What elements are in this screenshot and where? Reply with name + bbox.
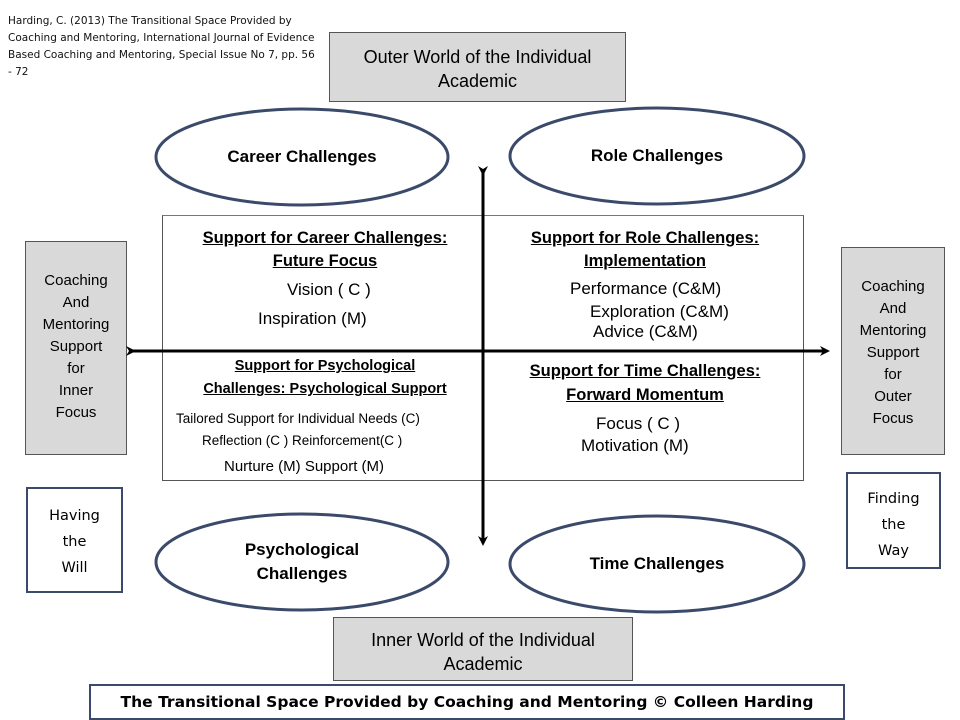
outer-focus-box: Coaching And Mentoring Support for Outer… [841,247,945,455]
psych-item: Nurture (M) Support (M) [224,458,385,475]
psychological-challenges-label: Psychological Challenges [156,514,448,610]
role-challenges-ellipse [508,106,806,206]
citation-text: Harding, C. (2013) The Transitional Spac… [8,15,315,78]
role-item: Advice (C&M) [593,322,698,341]
career-support-subtitle: Future Focus [272,252,378,270]
outer-focus-line: And [879,300,907,317]
role-support-title: Support for Role Challenges: [530,229,760,247]
inner-focus-line: Mentoring [42,316,110,333]
finding-line: the [881,517,906,533]
psych-item: Tailored Support for Individual Needs (C… [176,411,420,426]
psychological-challenges-ellipse [154,512,450,612]
role-support-subtitle: Implementation [584,252,706,270]
outer-world-line2: Academic [437,71,518,91]
outer-focus-line: Focus [872,410,914,427]
career-item: Vision ( C ) [287,280,371,299]
having-line: Will [61,560,88,576]
inner-focus-line: Inner [58,382,94,399]
outer-focus-line: Support [866,344,920,361]
career-support-title: Support for Career Challenges: [202,229,448,247]
time-item: Focus ( C ) [596,414,681,433]
having-line: Having [49,508,100,524]
role-challenges-label: Role Challenges [590,146,724,165]
outer-world-line1: Outer World of the Individual [363,47,592,67]
outer-focus-line: Mentoring [859,322,927,339]
psychological-label-line1: Psychological [244,540,360,559]
finding-line: Way [878,543,909,559]
psych-support-subtitle: Challenges: Psychological Support [203,381,447,397]
finding-line: Finding [867,491,920,507]
outer-world-box: Outer World of the Individual Academic [329,32,626,102]
inner-focus-line: Focus [55,404,97,421]
role-item: Performance (C&M) [570,279,722,298]
outer-focus-line: for [884,366,902,383]
psych-item: Reflection (C ) Reinforcement(C ) [202,433,403,448]
role-item: Exploration (C&M) [590,302,729,321]
time-support-title: Support for Time Challenges: [529,362,761,380]
inner-focus-line: And [62,294,90,311]
career-challenges-ellipse [154,107,450,207]
psychological-label-line2: Challenges [256,564,348,583]
time-item: Motivation (M) [581,436,689,455]
inner-focus-box: Coaching And Mentoring Support for Inner… [25,241,127,455]
time-support-subtitle: Forward Momentum [566,386,724,404]
outer-focus-line: Coaching [861,278,925,295]
finding-the-way-box: Finding the Way [846,472,941,569]
inner-world-line2: Academic [443,654,523,674]
psych-support-title: Support for Psychological [234,358,416,374]
inner-focus-line: for [67,360,85,377]
inner-focus-line: Support [49,338,103,355]
footer-caption: The Transitional Space Provided by Coach… [89,684,845,720]
outer-focus-line: Outer [874,388,912,405]
inner-focus-line: Coaching [44,272,108,289]
inner-world-box: Inner World of the Individual Academic [333,617,633,681]
inner-world-line1: Inner World of the Individual [371,630,595,650]
having-line: the [62,534,87,550]
time-challenges-ellipse [508,514,806,614]
having-the-will-box: Having the Will [26,487,123,593]
time-challenges-label: Time Challenges [589,554,725,573]
career-item: Inspiration (M) [258,309,367,328]
career-challenges-label: Career Challenges [227,147,377,166]
